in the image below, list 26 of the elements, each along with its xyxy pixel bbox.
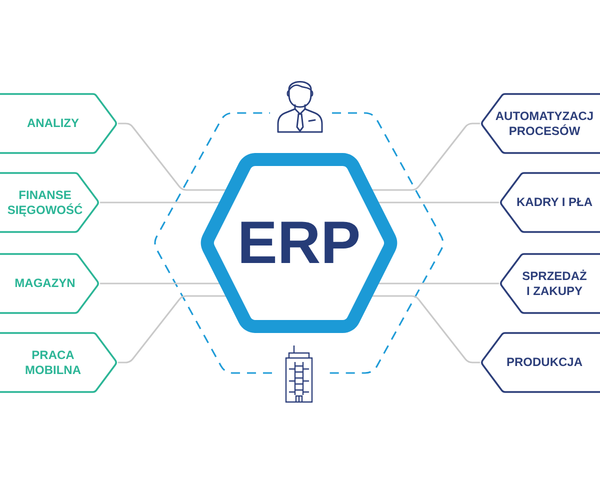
module-label: ANALIZY: [27, 116, 79, 131]
connector-line: [378, 282, 499, 284]
module-hexagon: [499, 172, 600, 233]
module-label: KADRY I PŁA: [516, 195, 592, 210]
module-hexagon: [499, 253, 600, 314]
module-hexagon: [0, 253, 100, 314]
module-label: PRACA MOBILNA: [24, 348, 82, 377]
central-hexagon: [198, 153, 400, 333]
module-hexagon: [480, 332, 600, 393]
module-hexagon: [0, 93, 118, 154]
module-label: SPRZEDAŻ I ZAKUPY: [521, 269, 588, 298]
module-label: PRODUKCJA: [506, 355, 582, 370]
connector-line: [100, 282, 220, 284]
connector-line: [371, 122, 480, 191]
connector-line: [118, 295, 227, 364]
connector-line: [371, 295, 480, 364]
central-label: ERP: [237, 213, 361, 273]
connector-line: [378, 202, 499, 204]
module-label: FINANSE SIĘGOWOŚĆ: [6, 188, 84, 217]
module-label: AUTOMATYZACJ PROCESÓW: [494, 109, 595, 138]
module-hexagon: [0, 332, 118, 393]
connector-line: [118, 122, 227, 191]
module-hexagon: [480, 93, 600, 154]
module-label: MAGAZYN: [14, 276, 76, 291]
connector-line: [100, 202, 220, 204]
module-hexagon: [0, 172, 100, 233]
